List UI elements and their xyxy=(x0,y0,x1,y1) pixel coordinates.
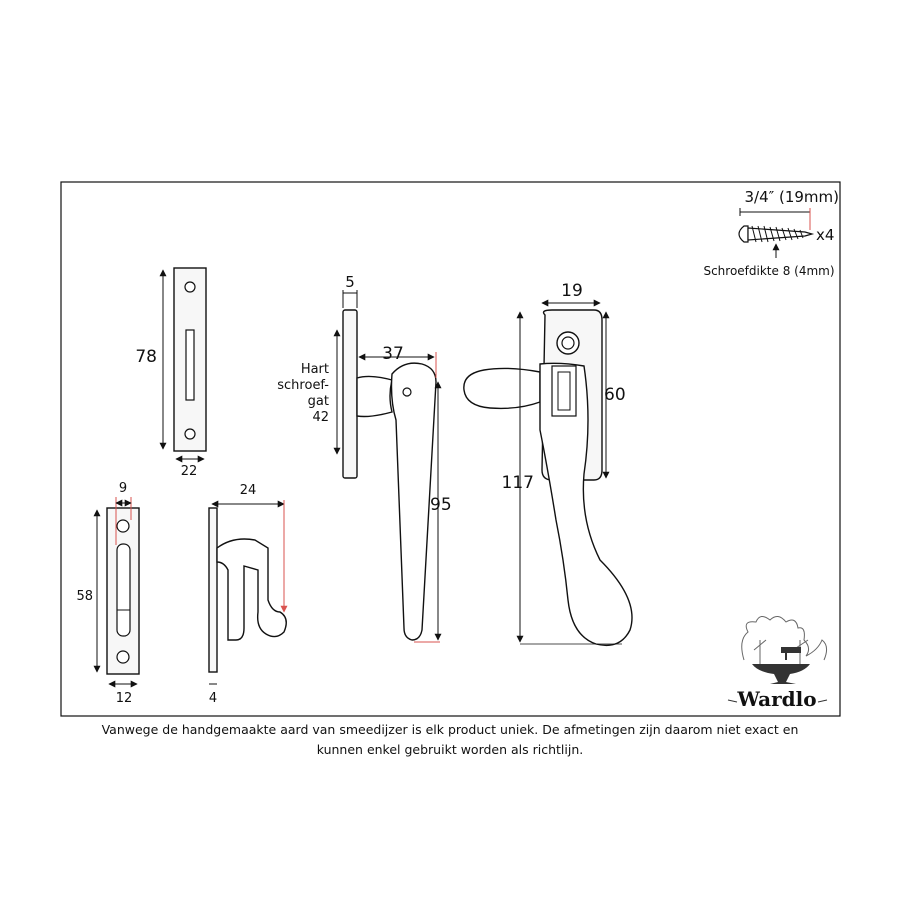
hook-offset-label: 9 xyxy=(119,481,127,496)
screw-thickness-label: Schroefdikte 8 (4mm) xyxy=(703,264,834,278)
front-width-label: 19 xyxy=(561,281,583,301)
disclaimer-line-2: kunnen enkel gebruikt worden als richtli… xyxy=(316,742,584,757)
keeper-width-label: 22 xyxy=(181,464,198,479)
hook-thickness-label: 4 xyxy=(209,691,217,706)
plate-thickness-label: 5 xyxy=(345,273,355,291)
centre-label-line3: gat xyxy=(308,394,329,409)
fastener-length-label: 95 xyxy=(430,495,452,515)
screw-quantity: x4 xyxy=(816,226,834,244)
wardlo-logo: Wardlo xyxy=(727,616,828,711)
front-total-label: 117 xyxy=(502,473,534,493)
hook-height-label: 58 xyxy=(76,589,93,604)
tree-icon xyxy=(741,616,828,661)
screw-spec: 3/4″ (19mm) x4 Schroefdikte 8 (4mm) xyxy=(703,188,839,278)
disclaimer-line-1: Vanwege de handgemaakte aard van smeedij… xyxy=(101,722,799,737)
hook-depth-label: 24 xyxy=(240,483,257,498)
keeper-height-label: 78 xyxy=(135,347,157,367)
hook-keeper-front: 9 58 12 xyxy=(76,481,140,706)
screw-length-label: 3/4″ (19mm) xyxy=(744,188,839,206)
centre-label-line2: schroef- xyxy=(277,378,329,393)
fastener-front-view: 19 60 117 xyxy=(463,281,633,647)
keeper-plate: 78 22 xyxy=(135,267,207,479)
hook-width-label: 12 xyxy=(116,691,133,706)
fastener-side-view: 5 37 Hart schroef- gat 42 95 xyxy=(277,273,452,643)
projection-label: 37 xyxy=(382,344,404,364)
centre-label-line1: Hart xyxy=(301,362,329,377)
brand-name: Wardlo xyxy=(736,687,816,711)
disclaimer: Vanwege de handgemaakte aard van smeedij… xyxy=(60,720,840,760)
hook-keeper-side: 24 4 xyxy=(208,483,288,706)
centre-label-line4: 42 xyxy=(312,410,329,425)
anvil-icon xyxy=(752,664,810,684)
front-plate-label: 60 xyxy=(604,385,626,405)
drawing-frame xyxy=(60,181,841,717)
screw-icon xyxy=(738,225,815,243)
